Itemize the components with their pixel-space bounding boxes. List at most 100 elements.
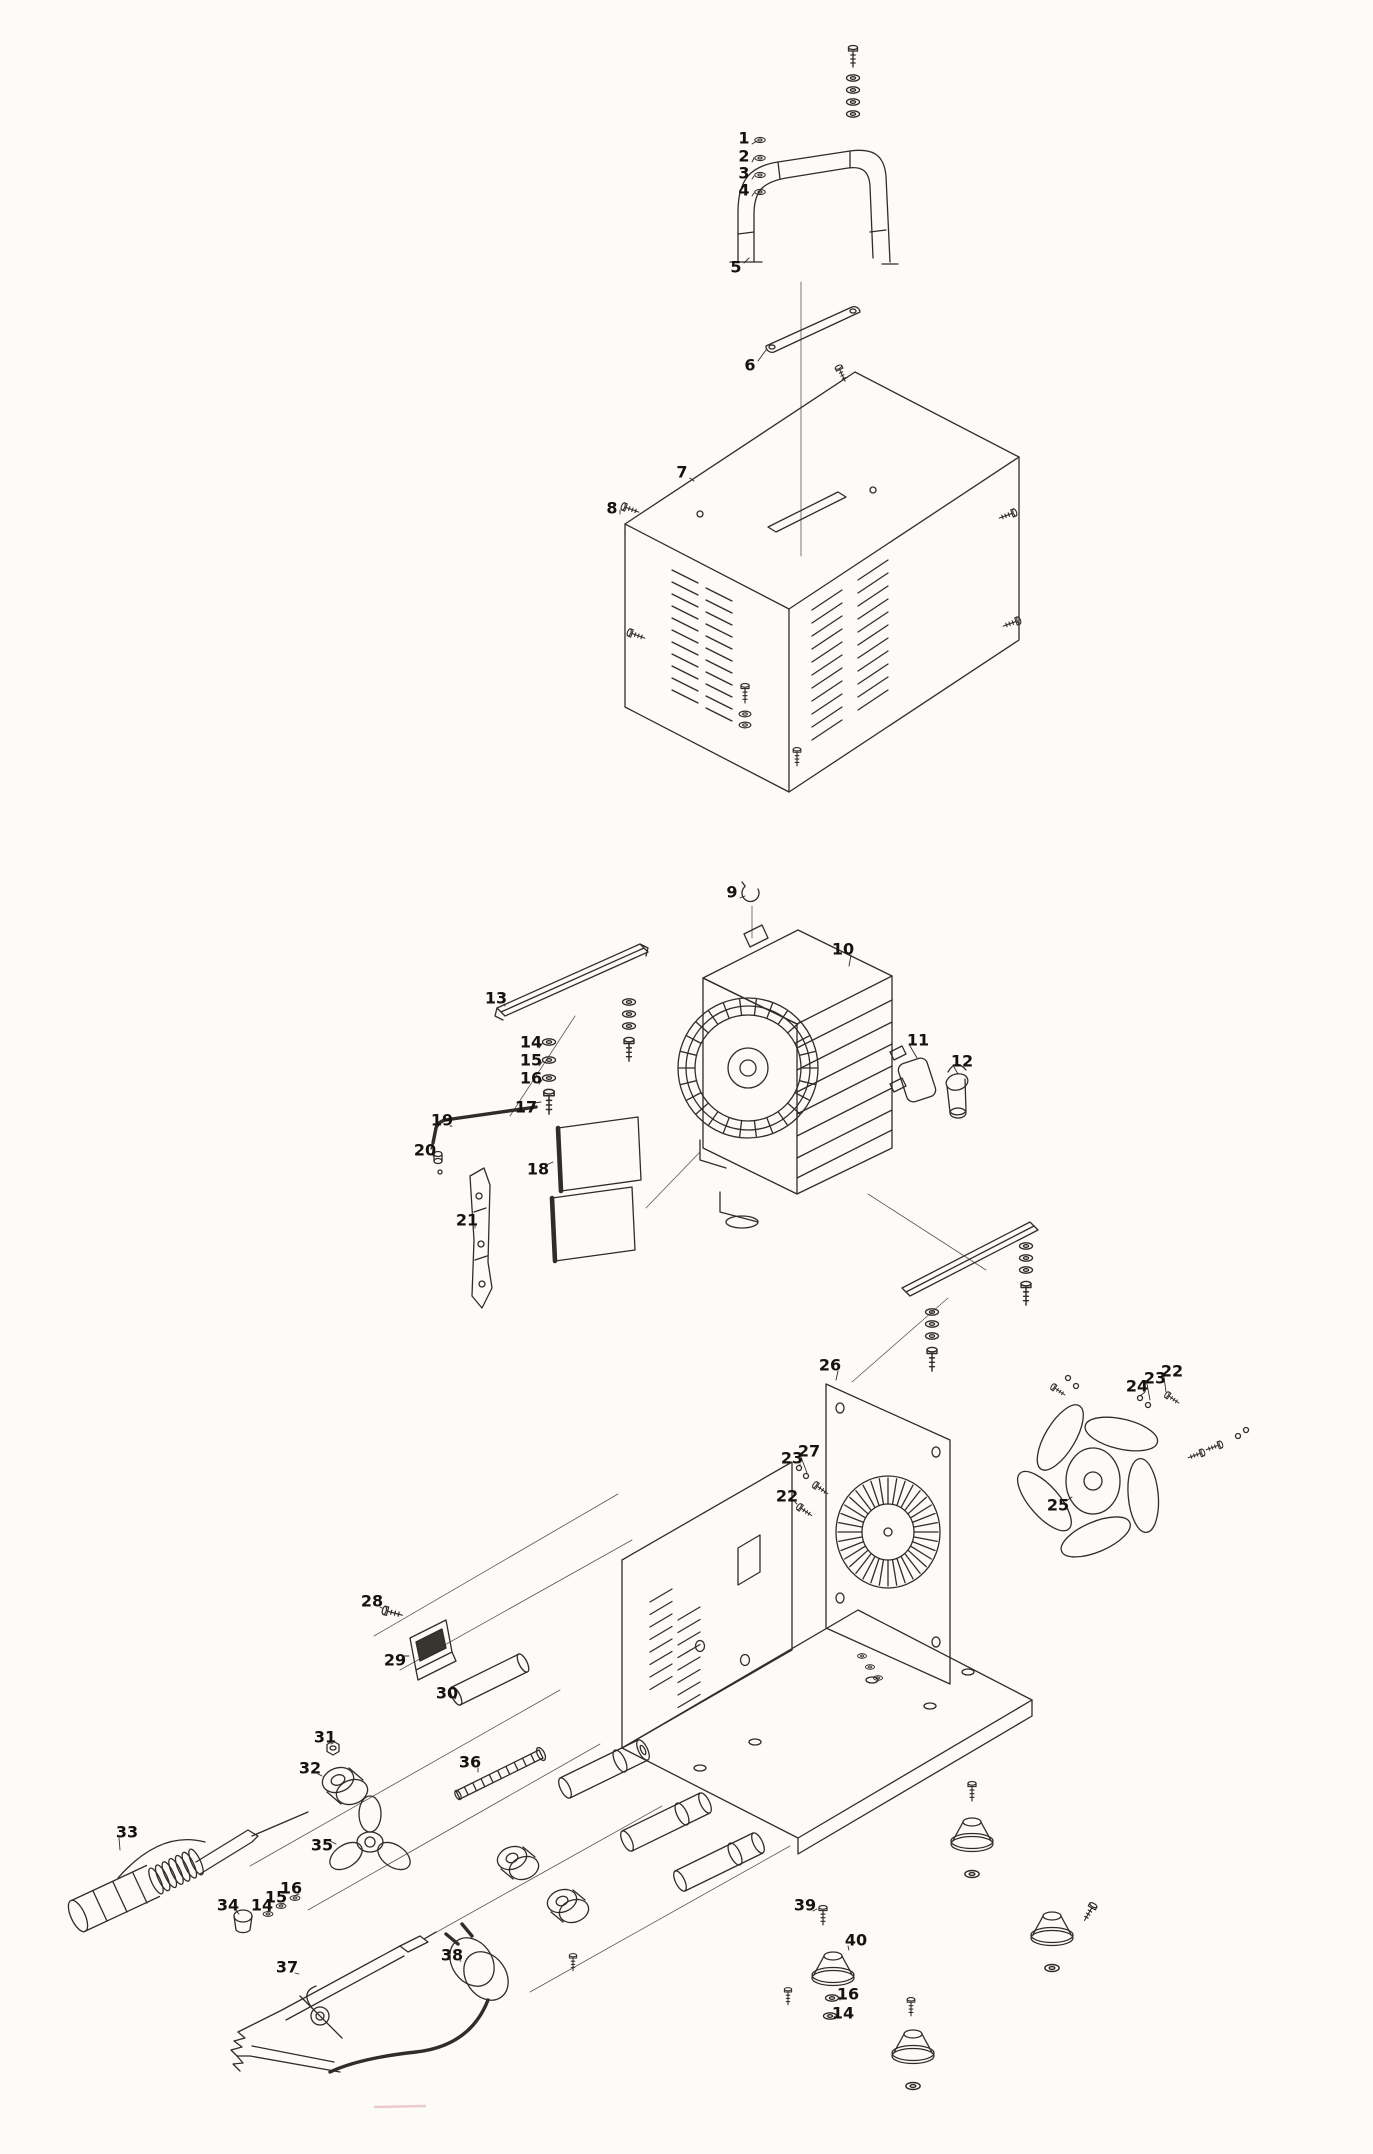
small-fastener-dot [1072,1382,1080,1390]
label-leader-line [909,1045,918,1059]
spoke-line [739,998,743,1017]
vent-slot [677,1631,701,1646]
vent-slot [671,581,699,596]
vent-slot [811,641,843,663]
latch-part-12 [945,1063,969,1119]
washer-icon [845,86,861,94]
vent-slot [677,1643,701,1659]
part-number-label: 38 [441,1946,463,1965]
thread-ticks [455,1749,544,1800]
spoke-line [739,1119,743,1138]
vent-slot [705,671,733,686]
part-number-label: 31 [314,1728,336,1747]
spoke-line [870,1480,880,1507]
spoke-line [794,1091,810,1101]
vent-slot [857,676,889,698]
spoke-line [891,1559,898,1586]
fan-blade [1060,1516,1131,1558]
grip-coil-ring [181,1851,198,1879]
vent-slot [811,719,843,741]
vent-slot [705,695,733,710]
spoke-line [855,1552,872,1575]
label-leader-line [317,1773,323,1777]
threaded-rod-part-36 [454,1746,547,1801]
part-number-label: 37 [276,1958,298,1977]
fan-part-25 [1017,1404,1160,1558]
vent-slot [671,689,699,704]
screw-icon [926,1346,938,1372]
part-number-label: 8 [606,499,617,518]
spoke-line [862,1484,876,1509]
spoke-line [844,1545,867,1560]
bar-part-6 [765,306,861,353]
vent-slot [857,624,889,646]
washer-icon [621,1022,637,1030]
part-number-label: 29 [384,1651,406,1670]
cable-socket [496,1845,540,1881]
spoke-line [794,1035,810,1045]
spoke-line [911,1540,936,1552]
label-leader-line [834,2015,838,2020]
label-leader-line [1146,1383,1151,1401]
vent-slot [649,1613,673,1628]
vent-slot [677,1681,701,1696]
sleeve-part-30 [449,1653,530,1706]
part-number-label: 6 [744,356,755,375]
rubber-foot [1030,1911,1074,1947]
spoke-line [766,1002,774,1020]
coil-windings [678,998,818,1138]
part-number-label: 19 [431,1111,453,1130]
part-number-label: 27 [798,1442,820,1461]
thread-tick [521,1757,527,1767]
label-leader-line [953,1066,959,1075]
vent-slot [671,665,699,680]
part-number-label: 23 [781,1449,803,1468]
spoke-line [787,1102,801,1115]
spoke-line [753,998,757,1017]
label-leader-line [329,1840,337,1845]
vent-slot [857,689,889,711]
label-leader-line [280,1902,285,1905]
grip-coil-ring [148,1867,164,1895]
thread-tick [463,1786,469,1796]
small-fastener-dot [1234,1432,1242,1440]
label-leader-line [379,1606,383,1609]
washer-icon [856,1653,868,1659]
washer-icon [754,154,766,162]
spoke-line [787,1021,801,1034]
part-number-label: 4 [738,181,749,200]
alignment-lines [249,281,987,1993]
washer-icon [541,1074,557,1082]
fan-blade [1036,1404,1084,1471]
part-number-label: 15 [265,1888,287,1907]
label-leader-line [835,1370,839,1381]
screw-icon [967,1780,977,1802]
part-number-label: 13 [485,989,507,1008]
spoke-line [798,1080,816,1086]
fasteners [262,44,1250,2091]
vent-slot [811,589,843,611]
screw-icon [783,1987,793,2006]
spoke-line [907,1496,927,1515]
part-number-label: 5 [730,258,741,277]
part-number-label: 22 [776,1487,798,1506]
vent-slot [649,1625,673,1641]
part-number-label: 26 [819,1356,841,1375]
part-number-label: 28 [361,1592,383,1611]
screw-icon [1080,1901,1099,1923]
washer-icon [754,171,766,179]
front-panel-part-26 [825,1383,951,1685]
spoke-line [798,1050,816,1056]
vent-slot [705,647,733,662]
spoke-line [695,1021,709,1034]
label-leader-line [743,257,750,264]
label-leader-line [330,1742,334,1745]
label-leader-line [538,1079,543,1085]
spoke-line [686,1035,702,1045]
chassis [621,1461,1033,1855]
label-leader-line [751,175,755,180]
washer-icon [1018,1242,1034,1250]
thread-tick [505,1765,511,1775]
case-part-7 [624,371,1020,1709]
vent-slot [671,677,699,692]
